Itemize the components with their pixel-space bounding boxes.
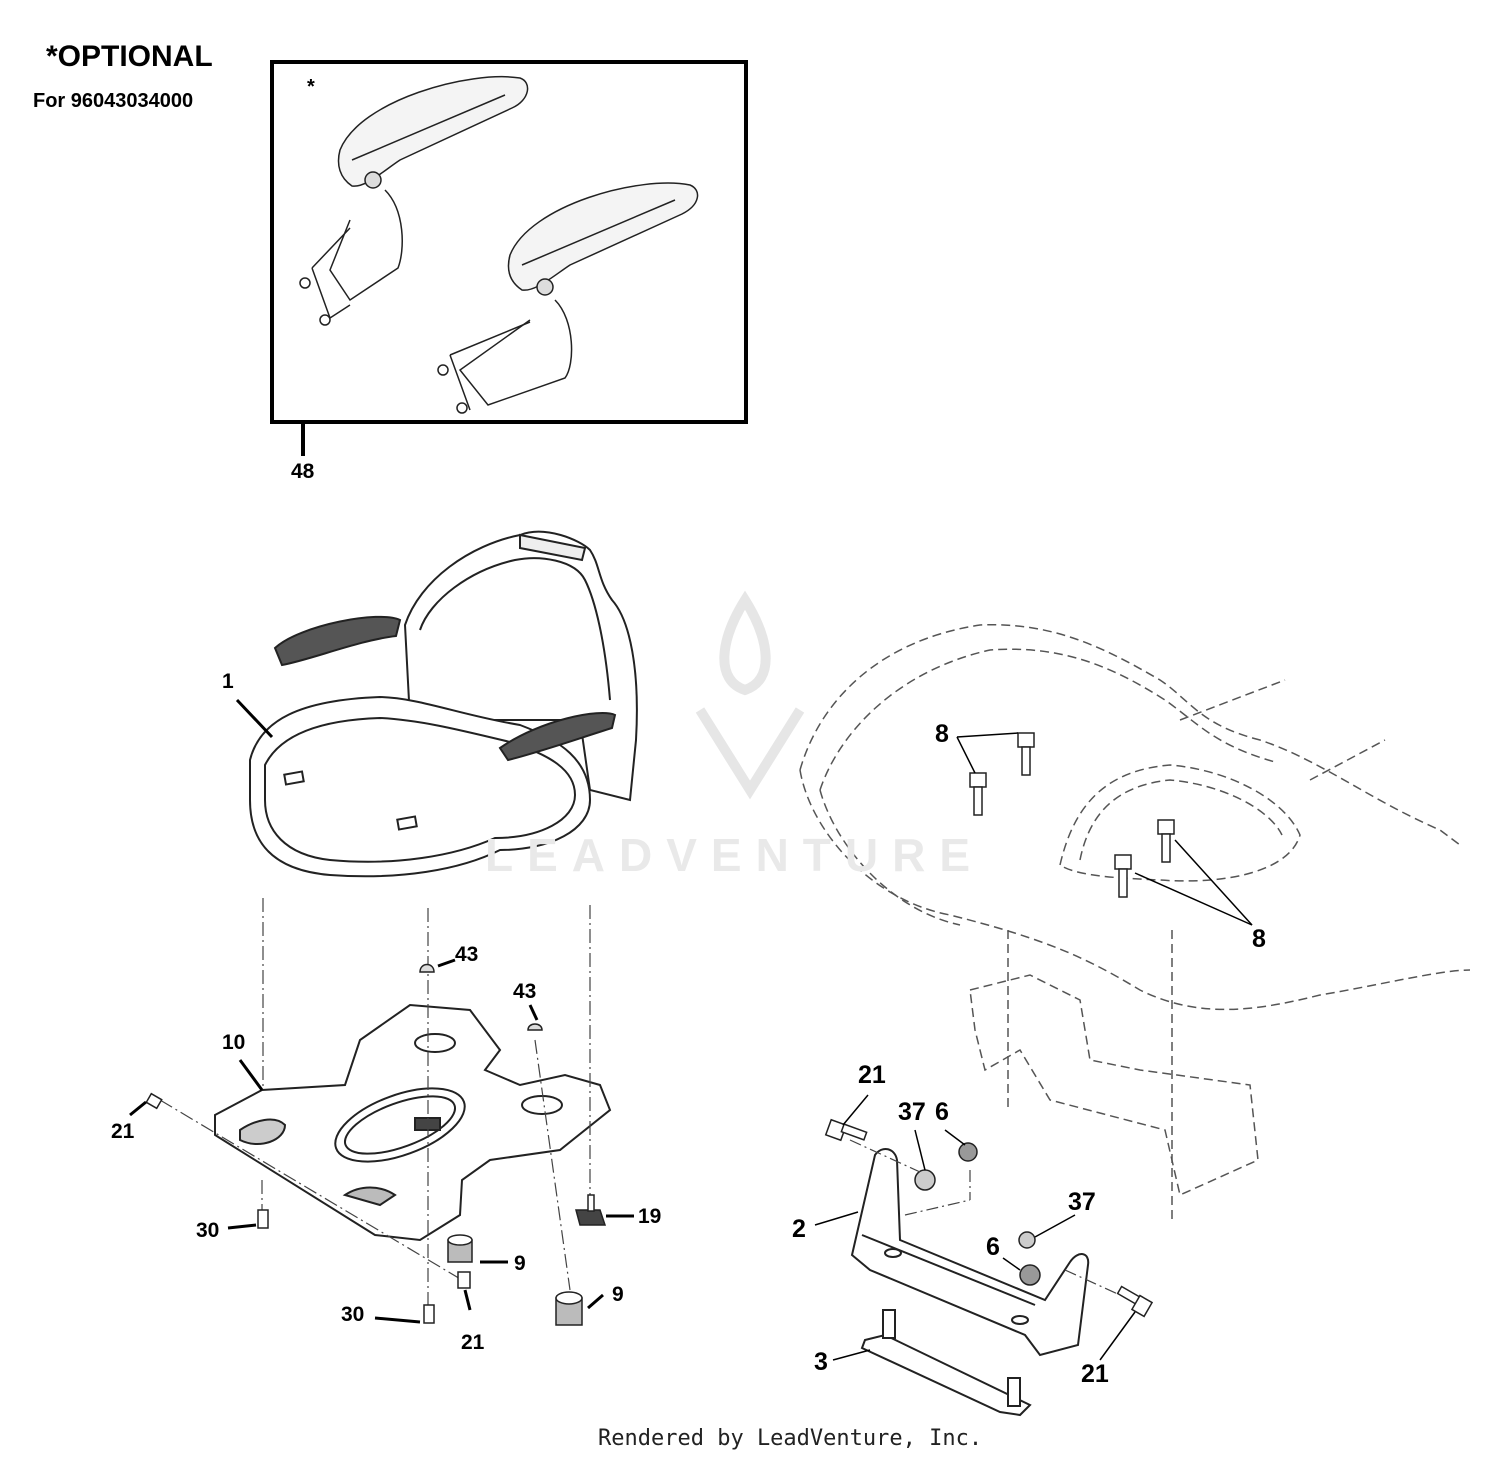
- seat-assembly: [249, 530, 638, 878]
- callout-bolt-left: 21: [111, 1120, 135, 1143]
- callout-spacer-right: 9: [612, 1283, 624, 1306]
- page-subtitle: For 96043034000: [33, 90, 194, 112]
- callout-bolts-top: 8: [935, 720, 949, 748]
- seat-bracket: [850, 1148, 1090, 1357]
- callout-seat: 1: [222, 670, 234, 693]
- callout-bolt-bottom: 21: [461, 1331, 485, 1354]
- footer-credit: Rendered by LeadVenture, Inc.: [598, 1426, 983, 1451]
- seat-plate: [214, 1003, 612, 1242]
- callout-washer-top: 37: [898, 1098, 926, 1126]
- callout-spacer-center: 9: [514, 1252, 526, 1275]
- frame-bolts: [969, 732, 1175, 898]
- leader-lines-bolts: [956, 732, 1253, 926]
- callout-washer-right: 37: [1068, 1188, 1096, 1216]
- alignment-lines: [159, 898, 591, 1305]
- leader-lines-right: [814, 1094, 1136, 1361]
- callout-bolt-bracket-top: 21: [858, 1061, 886, 1089]
- watermark-logo: [695, 590, 805, 800]
- callout-plate: 10: [222, 1031, 246, 1054]
- optional-marker: *: [307, 76, 315, 98]
- optional-inset-box: [270, 60, 748, 424]
- callout-plug-right: 43: [513, 980, 537, 1003]
- seat-rail: [860, 1309, 1032, 1417]
- callout-bolt-bracket-right: 21: [1081, 1360, 1109, 1388]
- armrest-upper: [299, 76, 529, 326]
- armrest-lower: [437, 182, 699, 414]
- leader-lines-left: [129, 698, 634, 1324]
- callout-rail: 3: [814, 1348, 828, 1376]
- callout-48: 48: [291, 460, 315, 483]
- watermark-text: LEADVENTURE: [485, 829, 985, 881]
- page-title: *OPTIONAL: [46, 40, 213, 73]
- callout-bracket: 2: [792, 1215, 806, 1243]
- bracket-hardware: [824, 1118, 1154, 1318]
- callout-plug-center: 43: [455, 943, 479, 966]
- plate-hardware: [145, 963, 607, 1326]
- callout-nut-right: 6: [986, 1233, 1000, 1261]
- callout-screw-left: 30: [196, 1219, 220, 1242]
- bracket-alignment-lines: [849, 1139, 1121, 1296]
- callout-bolts-right: 8: [1252, 925, 1266, 953]
- callout-screw-bottom: 30: [341, 1303, 365, 1326]
- callout-knob: 19: [638, 1205, 662, 1228]
- callout-nut-top: 6: [935, 1098, 949, 1126]
- tractor-frame-dashed: [799, 624, 1471, 1220]
